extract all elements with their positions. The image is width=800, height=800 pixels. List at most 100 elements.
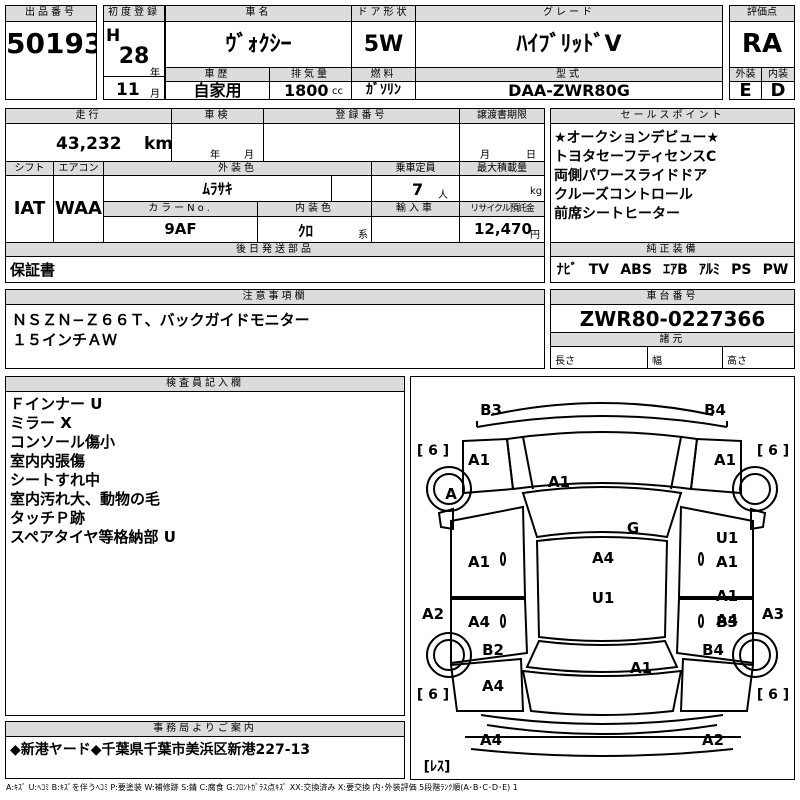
- shift-label: シフト: [6, 161, 54, 176]
- office-box: 事務局よりご案内 ◆新港ヤード◆千葉県千葉市美浜区新港227-13: [5, 721, 405, 779]
- inspector-box: 検査員記入欄 Ｆインナー U ミラー X コンソール傷小 室内内張傷 シートすれ…: [5, 376, 405, 716]
- color-blank: [332, 176, 372, 202]
- sales-point: 両側パワースライドドア: [554, 168, 708, 184]
- later-parts: 保証書: [10, 261, 56, 279]
- height: 高さ: [727, 356, 747, 367]
- int-color-unit: 系: [358, 230, 368, 241]
- load-label: 最大積載量: [460, 161, 544, 176]
- office-text: ◆新港ヤード◆千葉県千葉市美浜区新港227-13: [10, 742, 311, 758]
- color-no: 9AF: [104, 217, 258, 242]
- equip-item: ｴｱB: [663, 262, 688, 278]
- damage-mark: B4: [704, 401, 726, 419]
- inspection-label: 車検: [172, 109, 264, 124]
- equip-item: PW: [762, 262, 789, 278]
- tire-depth: [ 6 ]: [757, 687, 789, 703]
- disp-label: 排気量: [270, 67, 352, 82]
- seats-label: 乗車定員: [372, 161, 460, 176]
- inspector-line: Ｆインナー U: [10, 395, 103, 413]
- tire-depths: [ 6 ] [ 6 ] [ 6 ] [ 6 ] [ﾚｽ]: [417, 443, 789, 775]
- damage-mark: A1: [714, 451, 736, 469]
- recycle-label: リサイクル預託金: [460, 202, 544, 217]
- lot-number: 50193: [6, 27, 96, 60]
- length: 長さ: [551, 347, 648, 368]
- seats: 7: [412, 180, 424, 199]
- sales-point: ★オークションデビュー★: [554, 130, 720, 146]
- recycle-unit: 円: [530, 230, 540, 241]
- regno-label: 登録番号: [264, 109, 460, 124]
- int-color: ｸﾛ: [298, 222, 314, 240]
- damage-mark: A1: [468, 553, 490, 571]
- era: H: [106, 26, 120, 46]
- inspector-line: 室内汚れ大、動物の毛: [10, 490, 161, 508]
- inspector-line: コンソール傷小: [10, 433, 116, 451]
- equip-label: 純正装備: [551, 242, 794, 257]
- dims-label: 諸元: [551, 333, 794, 347]
- damage-mark: U1: [592, 589, 615, 607]
- damage-mark: A1: [716, 553, 738, 571]
- damage-mark: A1: [630, 659, 652, 677]
- damage-mark: A2: [702, 731, 724, 749]
- transfer-cell: 月 日: [460, 124, 544, 162]
- damage-mark: A2: [422, 605, 444, 623]
- mileage-cell: 43,232 km: [6, 124, 172, 162]
- year-unit: 年: [150, 68, 160, 79]
- ext-grade: E: [730, 82, 762, 99]
- fuel: ｶﾞｿﾘﾝ: [352, 82, 416, 99]
- score-box: 評価点 RA 外装 E 内装 D: [729, 5, 795, 100]
- mileage-label: 走行: [6, 109, 172, 124]
- car-info-box: 車名 ｳﾞｫｸｼｰ ドア形状 5W グレード ﾊｲﾌﾞﾘｯﾄﾞV 車歴 自家用 …: [165, 5, 723, 100]
- seats-unit: 人: [438, 190, 448, 201]
- damage-mark: A3: [762, 605, 784, 623]
- tire-depth: [ 6 ]: [417, 443, 449, 459]
- lot-box: 出品番号 50193: [5, 5, 97, 100]
- chassis-label: 車台番号: [551, 290, 794, 305]
- int-grade: D: [770, 82, 786, 99]
- door-type: 5W: [352, 22, 416, 68]
- damage-mark: A1: [548, 473, 570, 491]
- int-color-cell: ｸﾛ 系: [258, 217, 372, 242]
- damage-mark: B2: [482, 641, 504, 659]
- tire-depth: [ 6 ]: [417, 687, 449, 703]
- details-box: 走行 43,232 km 車検 年 月 登録番号 譲渡書期限 月 日 シフト I…: [5, 108, 545, 283]
- damage-mark: A1: [716, 587, 738, 605]
- damage-diagram: B3 B4 A1 A1 A1 A G U1 A1 A1 A4 A1 U1 A2 …: [417, 401, 789, 775]
- damage-mark: B3: [480, 401, 502, 419]
- reg-month: 11: [116, 80, 140, 99]
- damage-mark: A: [445, 485, 457, 503]
- first-reg-label: 初度登録: [104, 6, 164, 22]
- history: 自家用: [166, 82, 270, 99]
- shift: IAT: [6, 176, 54, 242]
- office-label: 事務局よりご案内: [6, 722, 404, 737]
- equip-item: TV: [588, 262, 610, 278]
- score: RA: [741, 29, 783, 59]
- regno-cell: [264, 124, 460, 162]
- insp-month-unit: 月: [244, 150, 254, 161]
- ac: WAA: [54, 176, 104, 242]
- recycle-fee: 12,470: [474, 220, 532, 238]
- equipment-list: ﾅﾋﾞ TV ABS ｴｱB ｱﾙﾐ PS PW: [551, 259, 794, 281]
- damage-mark: A1: [468, 451, 490, 469]
- notes-label: 注意事項欄: [6, 290, 544, 305]
- inspector-line: ミラー X: [10, 414, 72, 432]
- damage-mark: A4: [468, 613, 490, 631]
- reg-month-cell: 11 月: [104, 76, 164, 99]
- disp-cell: 1800 cc: [270, 82, 352, 99]
- damage-legend: A:ｷｽﾞ U:ﾍｺﾐ B:ｷｽﾞを伴うﾍｺﾐ P:要塗装 W:補修跡 S:錆 …: [6, 783, 518, 792]
- equip-item: ﾅﾋﾞ: [556, 262, 578, 278]
- recycle-cell: 12,470 円: [460, 217, 544, 242]
- inspection-cell: 年 月: [172, 124, 264, 162]
- transfer-day-unit: 日: [526, 150, 536, 161]
- damage-mark: G: [627, 519, 639, 537]
- fuel-label: 燃料: [352, 67, 416, 82]
- sales-point: 前席シートヒーター: [554, 206, 680, 222]
- load-unit: kg: [530, 186, 543, 197]
- car-name: ｳﾞｫｸｼｰ: [166, 22, 352, 68]
- notes-line: ＮＳＺＮ−Ｚ６６Ｔ、バックガイドモニター: [12, 311, 310, 329]
- color-label: 外装色: [104, 161, 372, 176]
- model-label: 型式: [416, 67, 722, 82]
- equip-item: ｱﾙﾐ: [698, 262, 720, 278]
- mileage-unit: km: [144, 134, 172, 154]
- ext-label: 外装: [730, 67, 762, 82]
- transfer-label: 譲渡書期限: [460, 109, 544, 124]
- int-color-label: 内装色: [258, 202, 372, 217]
